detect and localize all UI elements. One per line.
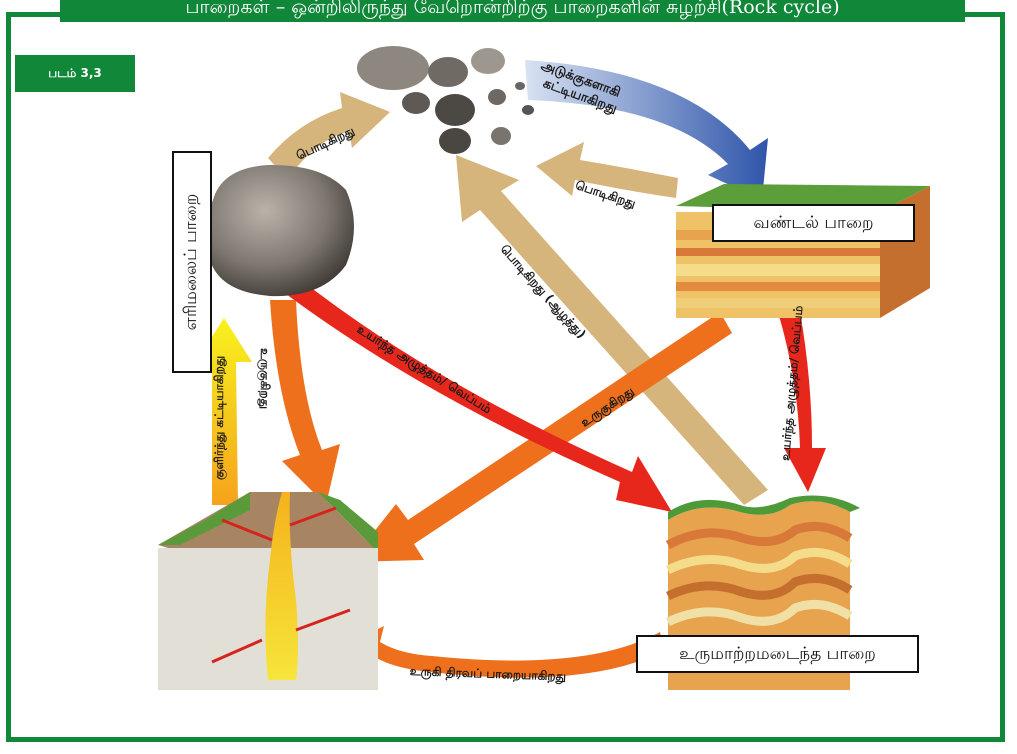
weathering-metamorphic-arrow bbox=[456, 155, 768, 505]
figure-title: பாறைகள் – ஒன்றிலிருந்து வேறொன்றிற்கு பாற… bbox=[60, 0, 965, 22]
volcano-image bbox=[158, 492, 378, 690]
sediment-particles bbox=[357, 46, 534, 154]
cooling-label: குளிர்ந்து கட்டியாகிறது bbox=[212, 355, 226, 480]
sedimentary-rock-label: வண்டல் பாறை bbox=[712, 204, 915, 242]
compaction-arrow bbox=[525, 60, 768, 200]
cooling-arrow bbox=[196, 318, 252, 505]
metamorphic-rock-label: உருமாற்றமடைந்த பாறை bbox=[636, 635, 919, 673]
sedimentary-rock-image bbox=[676, 184, 930, 318]
figure-number-label: படம் 3,3 bbox=[15, 55, 135, 92]
weathering-igneous-arrow bbox=[268, 92, 390, 180]
metamorphic-melt-arrow bbox=[340, 626, 665, 678]
igneous-melt-label: உருகுகிறது bbox=[258, 348, 272, 410]
igneous-rock-label: எரிமலைப் பாறை bbox=[172, 151, 212, 373]
weathering-sedimentary-arrow bbox=[536, 142, 678, 198]
igneous-rock-image bbox=[205, 164, 354, 297]
sedimentary-pressure-arrow bbox=[778, 312, 826, 492]
igneous-pressure-arrow bbox=[278, 276, 672, 512]
igneous-melt-arrow bbox=[270, 300, 340, 505]
igneous-rock-label-text: எரிமலைப் பாறை bbox=[181, 193, 201, 331]
